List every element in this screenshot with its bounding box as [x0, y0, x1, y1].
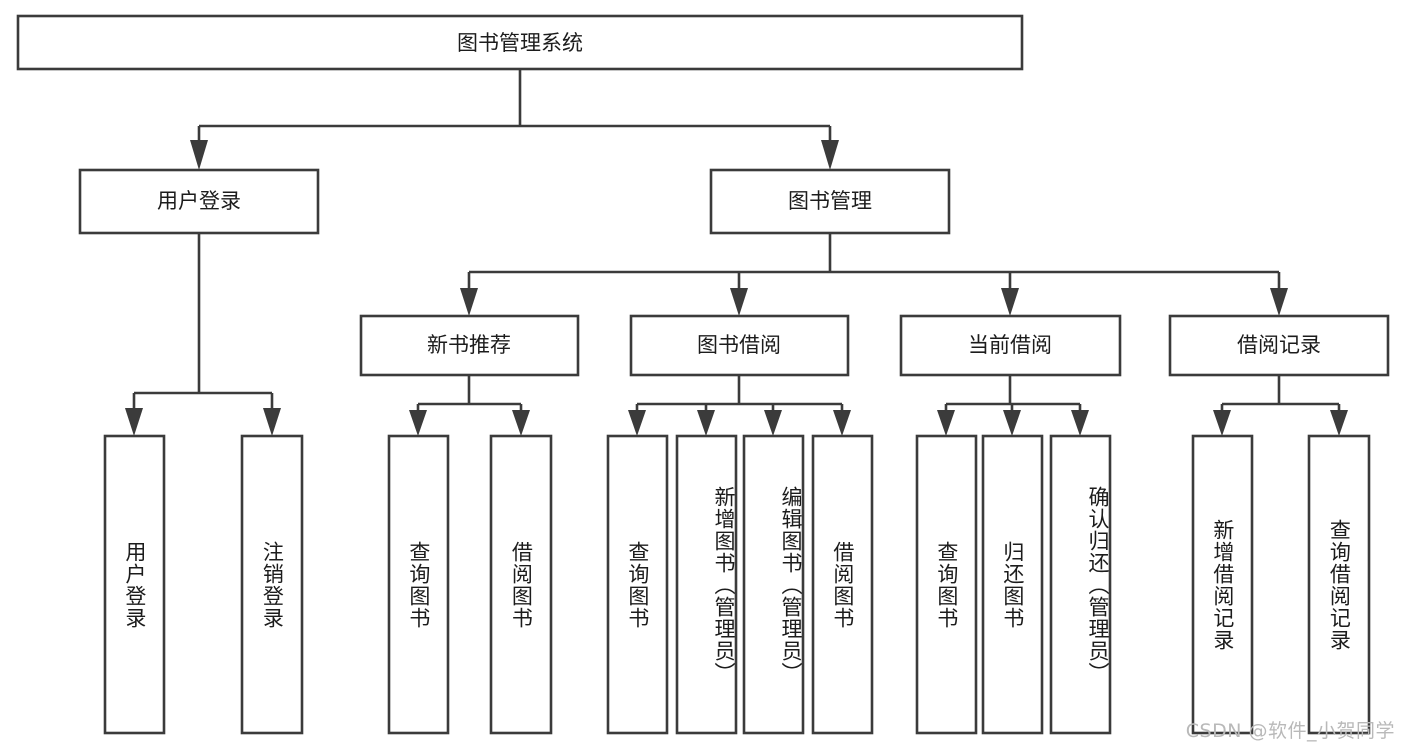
connector-group-user-login	[125, 234, 281, 436]
node-current-borrow-box[interactable]	[899, 314, 1122, 377]
arrowhead-borrow-record	[1270, 288, 1288, 316]
node-leaf-edit-book-box[interactable]	[742, 434, 805, 735]
node-root-box[interactable]	[16, 14, 1024, 71]
node-book-manage-box[interactable]	[709, 168, 951, 235]
arrowhead-leaf-edit-book	[764, 410, 782, 436]
node-book-borrow[interactable]: 图书借阅	[629, 314, 850, 377]
node-leaf-user-login-box[interactable]	[103, 434, 166, 735]
connector-group-book-borrow	[628, 376, 851, 436]
node-leaf-query-record-box[interactable]	[1307, 434, 1371, 735]
arrowhead-leaf-query-book-3	[937, 410, 955, 436]
node-root[interactable]: 图书管理系统	[16, 14, 1024, 71]
node-leaf-add-record-box[interactable]	[1191, 434, 1254, 735]
node-borrow-record-label: 借阅记录	[1237, 333, 1321, 357]
node-book-manage-label: 图书管理	[788, 189, 872, 213]
arrowhead-leaf-user-login	[125, 408, 143, 436]
arrowhead-book-manage	[821, 140, 839, 170]
arrowhead-leaf-return-book	[1003, 410, 1021, 436]
arrowhead-new-book-recommend	[460, 288, 478, 316]
arrowhead-leaf-confirm-return	[1071, 410, 1089, 436]
node-user-login-label: 用户登录	[157, 189, 241, 213]
arrowhead-current-borrow	[1001, 288, 1019, 316]
arrowhead-leaf-borrow-book-2	[833, 410, 851, 436]
connector-group-root	[190, 69, 839, 170]
connector-group-book-manage	[460, 233, 1288, 316]
node-book-borrow-label: 图书借阅	[697, 333, 781, 357]
leaf-boxes	[103, 434, 1371, 735]
arrowhead-leaf-add-book	[697, 410, 715, 436]
node-leaf-add-book-box[interactable]	[675, 434, 738, 735]
node-leaf-borrow-book-2-box[interactable]	[811, 434, 874, 735]
connector-group-new-book-recommend	[409, 376, 530, 436]
node-borrow-record-box[interactable]	[1168, 314, 1390, 377]
arrowhead-leaf-query-record	[1330, 410, 1348, 436]
arrowhead-leaf-query-book-1	[409, 410, 427, 436]
node-leaf-borrow-book-1-box[interactable]	[489, 434, 553, 735]
node-borrow-record[interactable]: 借阅记录	[1168, 314, 1390, 377]
node-leaf-return-book-box[interactable]	[981, 434, 1044, 735]
arrowhead-book-borrow	[730, 288, 748, 316]
arrowhead-user-login	[190, 140, 208, 170]
arrowhead-leaf-logout-login	[263, 408, 281, 436]
node-new-book-recommend-box[interactable]	[359, 314, 580, 377]
node-leaf-query-book-2-box[interactable]	[606, 434, 669, 735]
node-new-book-recommend[interactable]: 新书推荐	[359, 314, 580, 377]
arrowhead-leaf-add-record	[1213, 410, 1231, 436]
node-leaf-query-book-3-box[interactable]	[915, 434, 978, 735]
node-current-borrow-label: 当前借阅	[968, 333, 1052, 357]
node-leaf-logout-login-box[interactable]	[240, 434, 304, 735]
arrowhead-leaf-query-book-2	[628, 410, 646, 436]
node-book-borrow-box[interactable]	[629, 314, 850, 377]
node-new-book-recommend-label: 新书推荐	[427, 333, 511, 357]
watermark-text: CSDN @软件_小贺同学	[1185, 720, 1395, 742]
node-user-login-box[interactable]	[78, 168, 320, 235]
connector-group-borrow-record	[1213, 376, 1348, 436]
node-current-borrow[interactable]: 当前借阅	[899, 314, 1122, 377]
node-leaf-confirm-return-box[interactable]	[1049, 434, 1112, 735]
connector-group-current-borrow	[937, 376, 1089, 436]
arrowhead-leaf-borrow-book-1	[512, 410, 530, 436]
node-book-manage[interactable]: 图书管理	[709, 168, 951, 235]
node-root-label: 图书管理系统	[457, 31, 583, 55]
node-leaf-query-book-1-box[interactable]	[387, 434, 450, 735]
node-user-login[interactable]: 用户登录	[78, 168, 320, 235]
